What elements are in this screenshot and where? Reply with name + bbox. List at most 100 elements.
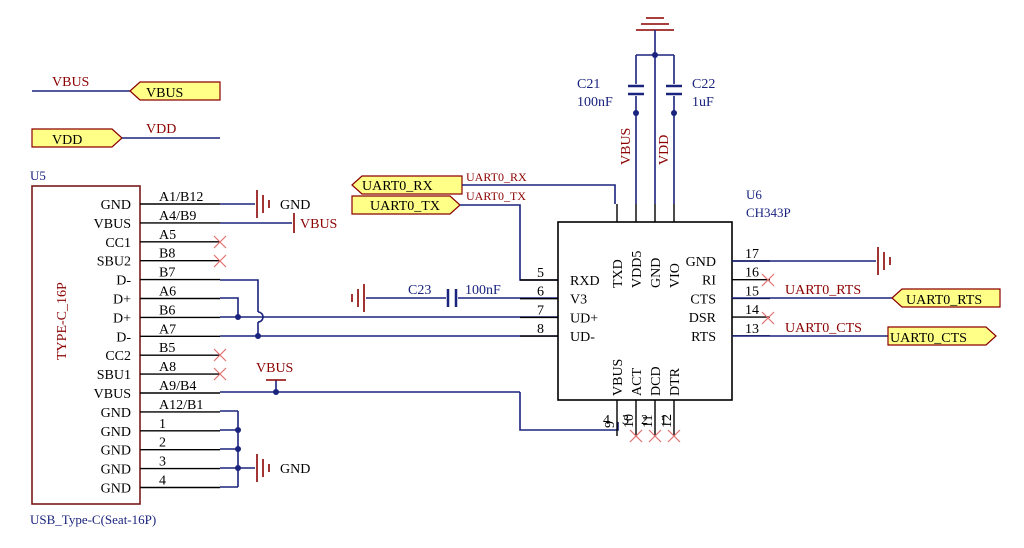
vbus-label-u5-top: VBUS: [300, 217, 337, 232]
u6-pin-name: VIO: [668, 263, 683, 288]
no-connect-marks-u6-bottom: [629, 429, 681, 443]
c21-ref: C21: [577, 77, 600, 92]
c21-value: 100nF: [577, 95, 613, 110]
u5-pin-name: D-: [116, 330, 131, 345]
u6-pin-number: 7: [537, 303, 544, 318]
u5-pin-name: CC2: [105, 349, 131, 364]
rts-port-flag: [891, 288, 1001, 308]
u6-pin-number: 14: [745, 303, 759, 318]
u6-pin-number: 15: [745, 284, 759, 299]
u6-pin-name: RI: [702, 274, 716, 289]
u6-pin-name: DCD: [649, 366, 664, 396]
u6-body: [557, 221, 733, 401]
u5-pin-number: 1: [159, 417, 166, 432]
top-decoupling: C21 100nF C22 1uF VBUS VDD: [577, 17, 715, 204]
no-connect-marks-u6-right: [761, 273, 775, 325]
u5-pin-name: GND: [101, 463, 131, 478]
u6-pin-name: ACT: [630, 368, 645, 396]
u5-pin-number: B5: [159, 341, 175, 356]
u6-pin-name: TXD: [611, 259, 626, 288]
u6-pin-number: 16: [745, 266, 759, 281]
u5-pin-name: D+: [113, 311, 131, 326]
u5-pin-number: A12/B1: [159, 398, 203, 413]
rts-port-label: UART0_RTS: [906, 293, 982, 308]
u6-pin-number: 5: [537, 266, 544, 281]
uart-tx-port-flag: [351, 195, 461, 215]
u5-pin-name: SBU2: [97, 255, 131, 270]
u5-pin-name: GND: [101, 198, 131, 213]
ground-symbol-c23: [351, 284, 365, 312]
ground-symbol-u6-right: [877, 247, 891, 275]
u5-pin-number: A4/B9: [159, 209, 196, 224]
u6-pin-number: 1: [660, 413, 667, 428]
u5-pin-name: D-: [116, 274, 131, 289]
u6-pin-number: 8: [537, 322, 544, 337]
u5-pin-number: 2: [159, 436, 166, 451]
u5-pin-name: GND: [101, 406, 131, 421]
vbus-net-label: VBUS: [52, 75, 89, 90]
c22-value: 1uF: [692, 95, 714, 110]
u6-pin-number: 17: [745, 247, 759, 262]
u5-connector: U5 TYPE-C_16P USB_Type-C(Seat-16P) GNDA1…: [30, 168, 220, 527]
u6-pin-number: 10: [622, 414, 637, 428]
vdd-port-flag: [31, 128, 123, 148]
u5-pin-name: CC1: [105, 236, 131, 251]
u6-designator: U6: [746, 187, 762, 202]
u6-pin-number: 2: [641, 413, 648, 428]
u5-designator: U5: [30, 168, 46, 183]
u6-pin-name: UD-: [570, 330, 595, 345]
ground-symbol-u5-bottom: [256, 454, 270, 482]
vbus-port-label: VBUS: [146, 86, 183, 101]
u6-pin-number: 3: [622, 413, 629, 428]
vbus-label-u5-mid: VBUS: [256, 361, 293, 376]
u5-pin-number: 4: [159, 474, 166, 489]
u6-pin-number: 13: [745, 322, 759, 337]
u5-pin-number: A6: [159, 285, 176, 300]
uart-rx-tx-ports: UART0_RX UART0_TX UART0_RX UART0_TX: [351, 170, 616, 281]
u5-pin-number: A8: [159, 360, 176, 375]
cts-port-label: UART0_CTS: [890, 331, 967, 346]
uart-tx-net-label: UART0_TX: [466, 189, 526, 203]
u6-pin-name: V3: [570, 293, 587, 308]
u5-wiring: GND VBUS VBUS: [213, 190, 619, 488]
u5-pin-number: B7: [159, 266, 175, 281]
vdd-vertical-label: VDD: [657, 135, 672, 165]
c23-capacitor: C23 100nF: [351, 283, 558, 312]
ground-symbol-u5-top: [256, 190, 270, 218]
u5-pin-number: A7: [159, 322, 176, 337]
uart-rx-port-label: UART0_RX: [362, 179, 433, 194]
u5-pin-number: 3: [159, 455, 166, 470]
u5-body: [31, 185, 141, 505]
vbus-port-flag: [129, 81, 221, 101]
u6-pin-list: 5RXD6V37UD+8UD-4TXD3VDD52GND1VIO17GND16R…: [520, 204, 770, 436]
vbus-vertical-label: VBUS: [619, 128, 634, 165]
u6-pin-name: RXD: [570, 274, 600, 289]
u6-pin-name: CTS: [690, 292, 716, 307]
u6-pin-number: 9: [603, 421, 618, 428]
vdd-net-legend: VDD VDD: [31, 122, 220, 148]
u6-pin-name: UD+: [570, 311, 598, 326]
u5-pin-name: SBU1: [97, 368, 131, 383]
c22-ref: C22: [692, 77, 715, 92]
u6-pin-name: VBUS: [611, 359, 626, 396]
u6-pin-number: 11: [641, 415, 656, 428]
u6-pin-number: 12: [660, 414, 675, 428]
u5-pin-name: VBUS: [94, 387, 131, 402]
vdd-port-label: VDD: [52, 133, 82, 148]
c23-value: 100nF: [465, 283, 501, 298]
u5-pin-list: GNDA1/B12VBUSA4/B9CC1A5SBU2B8D-B7D+A6D+B…: [94, 190, 220, 497]
u6-pin-name: DSR: [689, 311, 717, 326]
u5-pin-number: B6: [159, 303, 175, 318]
u5-pin-name: VBUS: [94, 217, 131, 232]
gnd-label-u5-bottom: GND: [280, 462, 310, 477]
u6-pin-name: GND: [686, 255, 716, 270]
u5-pin-number: A9/B4: [159, 379, 196, 394]
u6-part: CH343P: [746, 205, 791, 220]
u5-pin-name: D+: [113, 293, 131, 308]
u5-footprint: USB_Type-C(Seat-16P): [30, 512, 156, 527]
c23-ref: C23: [408, 283, 431, 298]
u6-pin-name: VDD5: [630, 251, 645, 288]
ground-symbol-top: [636, 17, 674, 31]
u5-pin-name: GND: [101, 425, 131, 440]
